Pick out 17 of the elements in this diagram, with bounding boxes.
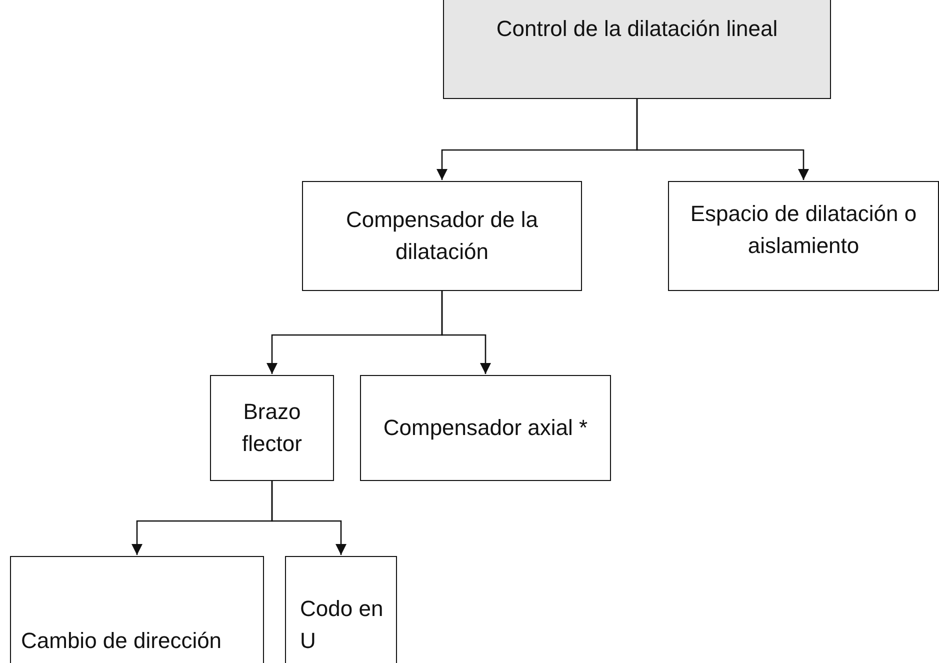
box-label: Cambio de dirección — [21, 627, 222, 656]
box-label: Codo en U — [300, 595, 384, 656]
arrow — [441, 291, 491, 374]
process-box — [302, 181, 582, 291]
process-box — [210, 375, 334, 481]
process-box — [668, 181, 939, 291]
process-box — [285, 556, 397, 663]
arrow — [271, 481, 346, 555]
box-label: Control de la dilatación lineal — [496, 15, 778, 43]
process-box — [443, 0, 831, 99]
box-label: Brazo flector — [241, 398, 303, 458]
box-label: Compensador de la dilatación — [344, 206, 539, 266]
box-label: Espacio de dilatación o aislamiento — [689, 200, 918, 260]
process-box — [10, 556, 264, 663]
box-label: Compensador axial * — [383, 414, 588, 442]
arrow — [636, 99, 809, 180]
process-box — [360, 375, 611, 481]
